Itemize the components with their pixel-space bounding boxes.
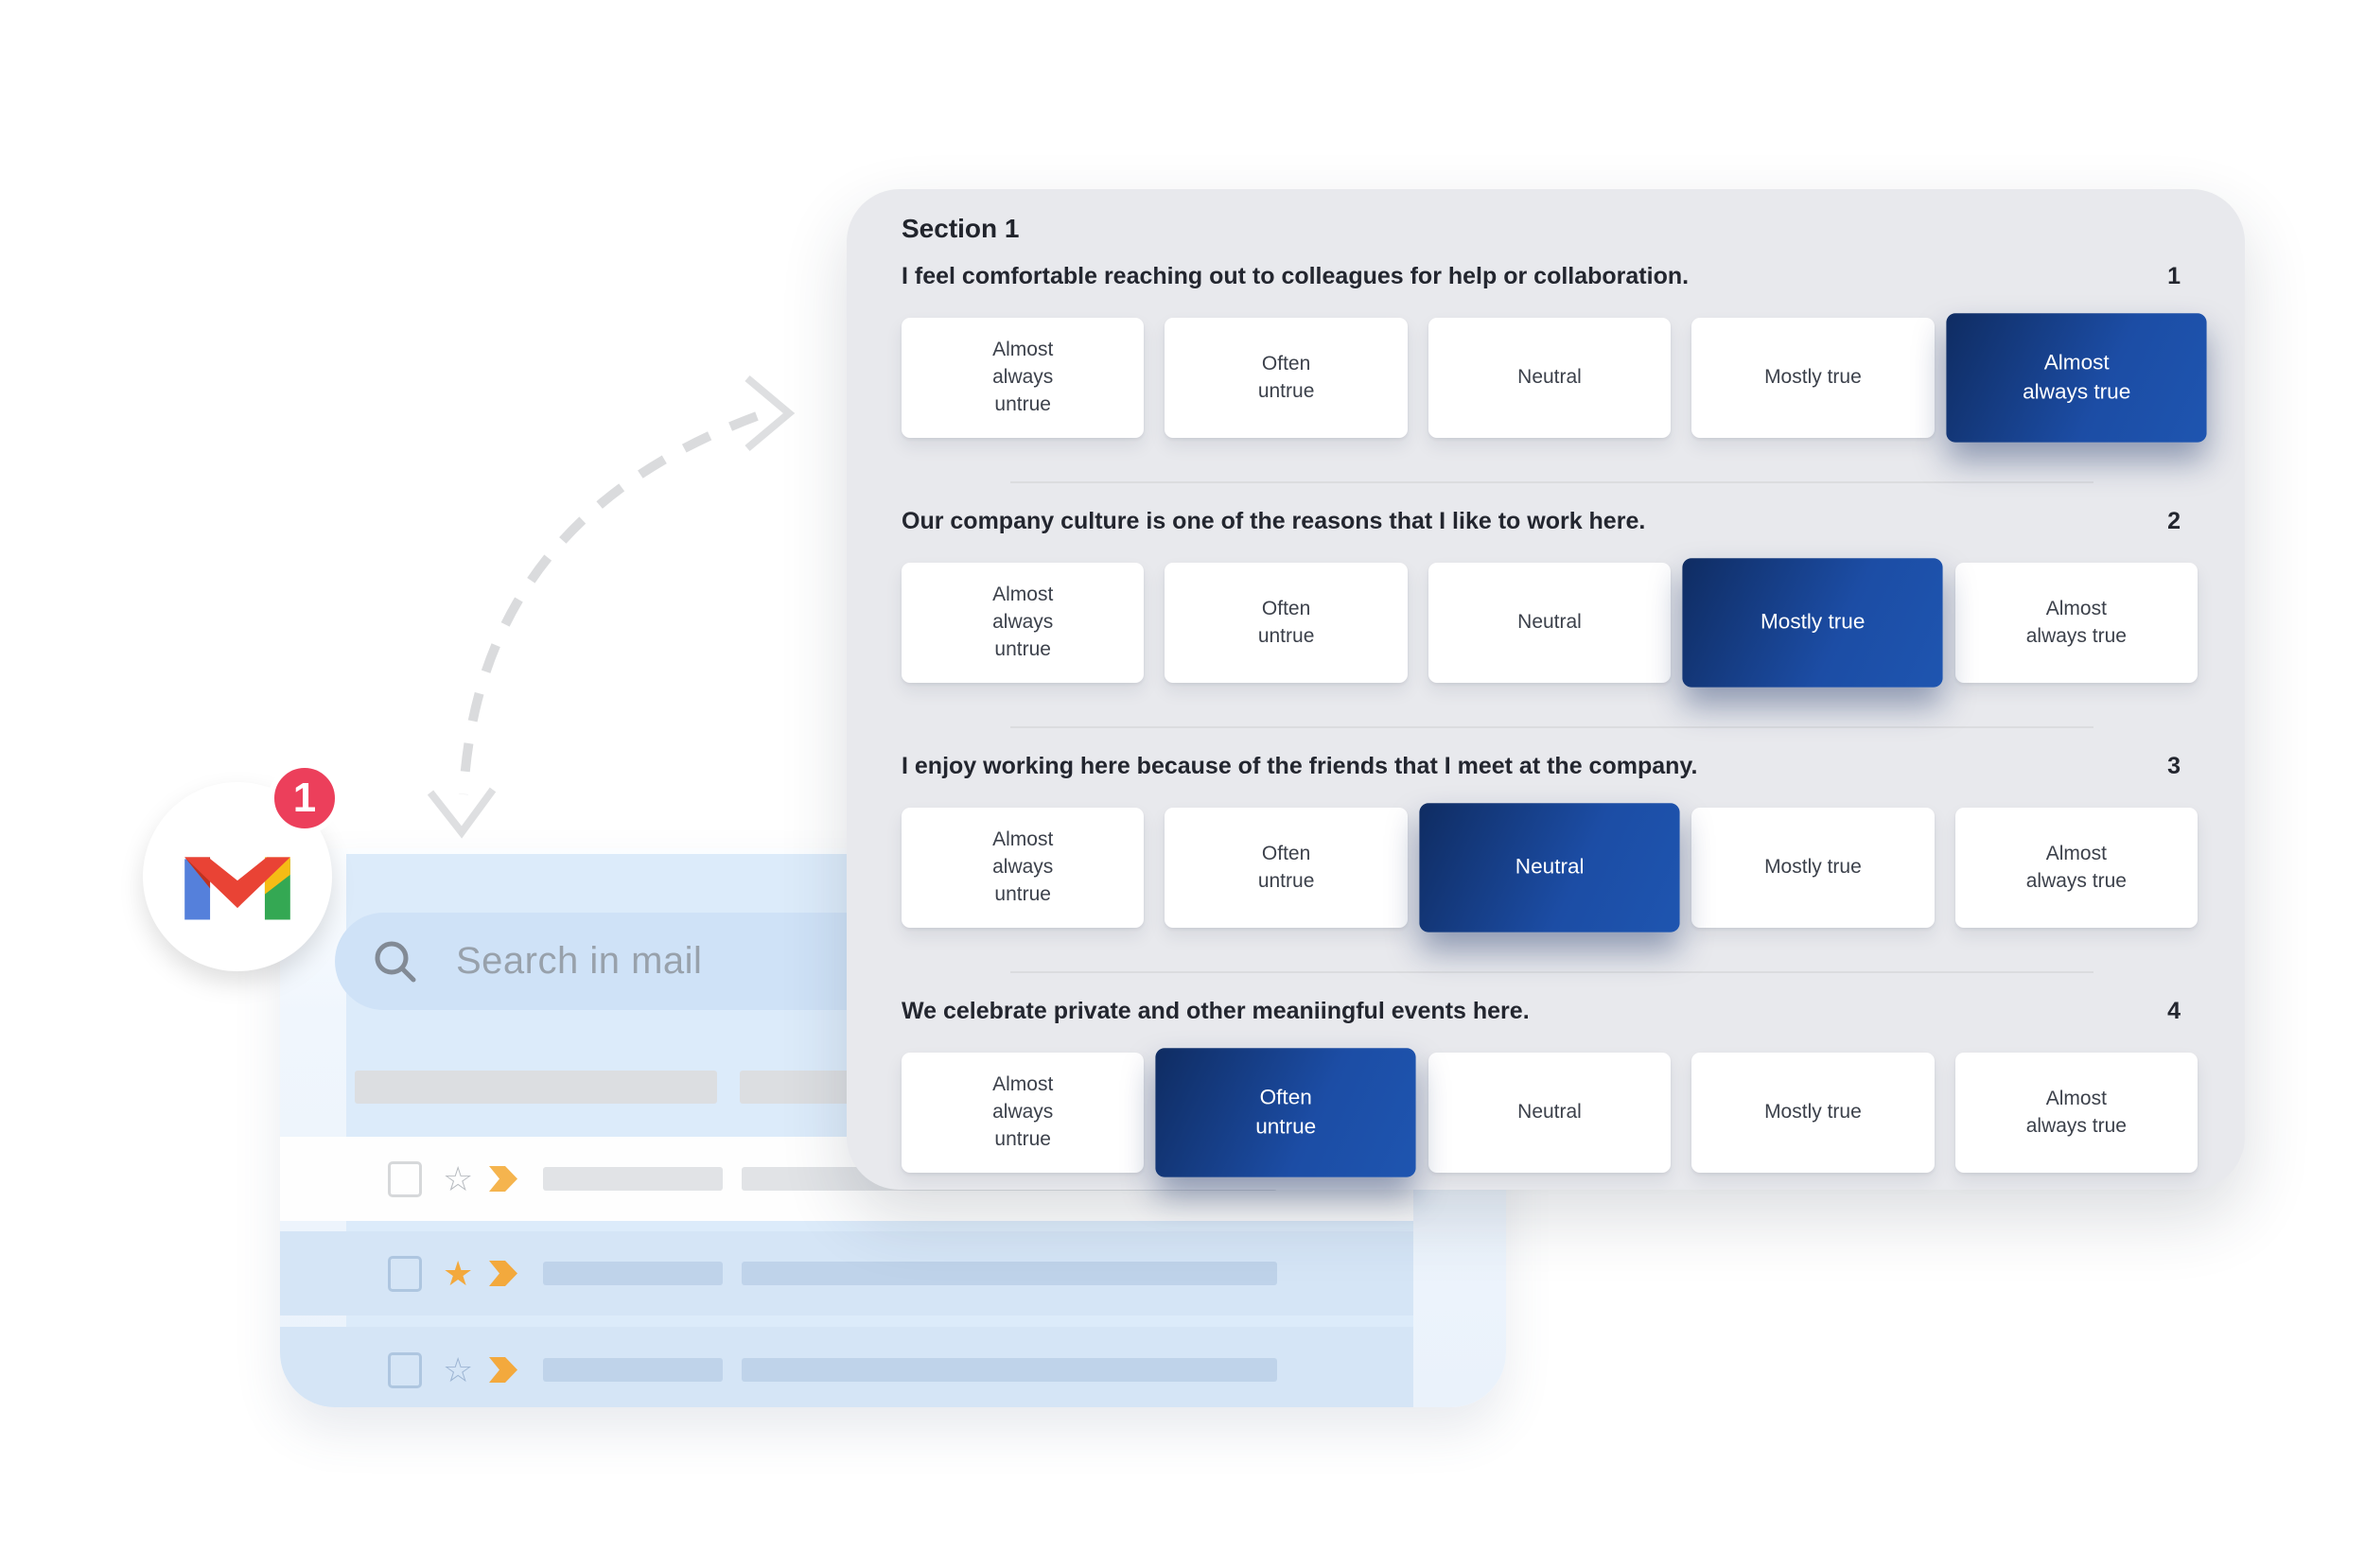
question-divider — [1010, 726, 2093, 728]
option-label: Mostly true — [1764, 856, 1862, 879]
email-row[interactable]: ☆ — [280, 1327, 1413, 1407]
option-card[interactable]: Almost always true — [1954, 808, 2199, 928]
question-number: 3 — [2167, 753, 2181, 779]
option-label: Almost always true — [2022, 350, 2130, 404]
option-label: Often untrue — [1257, 597, 1315, 647]
options-row: Almost always untrue Often untrue Neutra… — [902, 313, 2207, 443]
section-title: Section 1 — [902, 214, 1020, 243]
option-label: Almost always true — [2025, 1087, 2127, 1137]
question-text: I enjoy working here because of the frie… — [902, 753, 1698, 779]
arrowhead-down-icon — [427, 787, 497, 839]
email-row[interactable]: ★ — [280, 1231, 1413, 1315]
question-number: 1 — [2167, 263, 2181, 289]
question-divider — [1010, 481, 2093, 483]
tab-placeholder-bar — [355, 1071, 717, 1104]
option-card[interactable]: Almost always true — [1946, 313, 2207, 443]
question-divider — [1010, 971, 2093, 973]
star-outline-icon[interactable]: ☆ — [443, 1159, 474, 1198]
option-card[interactable]: Mostly true — [1691, 318, 1935, 438]
importance-marker-icon[interactable] — [488, 1261, 518, 1286]
notification-badge: 1 — [269, 762, 341, 834]
option-card[interactable]: Neutral — [1428, 318, 1672, 438]
option-label: Almost always true — [2025, 597, 2127, 647]
option-card[interactable]: Almost always untrue — [902, 1053, 1145, 1173]
star-filled-icon[interactable]: ★ — [443, 1253, 474, 1293]
option-card[interactable]: Neutral — [1428, 563, 1672, 683]
option-card[interactable]: Mostly true — [1682, 558, 1944, 688]
option-card[interactable]: Almost always true — [1954, 1053, 2199, 1173]
option-label: Neutral — [1517, 366, 1582, 389]
checkbox[interactable] — [388, 1351, 422, 1388]
options-row: Almost always untrue Often untrue Neutra… — [902, 803, 2199, 932]
question-number: 4 — [2167, 998, 2181, 1024]
options-row: Almost always untrue Often untrue Neutra… — [902, 558, 2199, 688]
badge-count: 1 — [292, 775, 317, 821]
option-label: Almost always untrue — [992, 339, 1054, 415]
option-label: Mostly true — [1761, 610, 1866, 634]
option-label: Almost always true — [2025, 842, 2127, 892]
star-outline-icon[interactable]: ☆ — [443, 1350, 474, 1389]
question-block: I enjoy working here because of the frie… — [902, 753, 2199, 973]
option-card[interactable]: Mostly true — [1691, 808, 1935, 928]
option-label: Neutral — [1517, 1101, 1582, 1124]
question-block: We celebrate private and other meaniingf… — [902, 998, 2199, 1177]
option-card[interactable]: Almost always true — [1954, 563, 2199, 683]
option-card[interactable]: Often untrue — [1155, 1048, 1417, 1177]
email-sender-placeholder — [543, 1167, 724, 1191]
question-text: Our company culture is one of the reason… — [902, 508, 1646, 534]
option-card[interactable]: Mostly true — [1691, 1053, 1935, 1173]
importance-marker-icon[interactable] — [488, 1166, 518, 1192]
checkbox[interactable] — [388, 1255, 422, 1292]
importance-marker-icon[interactable] — [488, 1357, 518, 1383]
email-sender-placeholder — [543, 1262, 724, 1285]
question-text: We celebrate private and other meaniingf… — [902, 998, 1530, 1024]
option-label: Often untrue — [1257, 842, 1315, 892]
option-card[interactable]: Often untrue — [1165, 808, 1408, 928]
search-placeholder: Search in mail — [456, 940, 703, 982]
question-number: 2 — [2167, 508, 2181, 534]
option-label: Mostly true — [1764, 366, 1862, 389]
arrowhead-right-icon — [745, 375, 796, 452]
option-label: Neutral — [1515, 855, 1585, 879]
option-label: Often untrue — [1255, 1085, 1317, 1139]
survey-panel: Section 1 I feel comfortable reaching ou… — [847, 189, 2245, 1190]
option-card[interactable]: Neutral — [1419, 803, 1680, 932]
option-card[interactable]: Often untrue — [1165, 563, 1408, 683]
question-block: Our company culture is one of the reason… — [902, 508, 2199, 728]
option-card[interactable]: Almost always untrue — [902, 563, 1145, 683]
option-label: Mostly true — [1764, 1101, 1862, 1124]
checkbox[interactable] — [388, 1160, 422, 1197]
email-subject-placeholder — [742, 1358, 1278, 1382]
options-row: Almost always untrue Often untrue Neutra… — [902, 1048, 2199, 1177]
option-label: Almost always untrue — [992, 1073, 1054, 1150]
option-card[interactable]: Often untrue — [1165, 318, 1408, 438]
option-label: Neutral — [1517, 611, 1582, 634]
search-icon — [375, 941, 416, 982]
dashed-arrow — [427, 375, 796, 839]
option-label: Almost always untrue — [992, 828, 1054, 905]
option-label: Almost always untrue — [992, 584, 1054, 660]
question-block: I feel comfortable reaching out to colle… — [902, 263, 2207, 483]
option-card[interactable]: Neutral — [1428, 1053, 1672, 1173]
email-sender-placeholder — [543, 1358, 724, 1382]
option-card[interactable]: Almost always untrue — [902, 318, 1145, 438]
search-input[interactable]: Search in mail — [335, 913, 902, 1010]
option-card[interactable]: Almost always untrue — [902, 808, 1145, 928]
question-text: I feel comfortable reaching out to colle… — [902, 263, 1690, 289]
option-label: Often untrue — [1257, 352, 1315, 402]
email-subject-placeholder — [742, 1262, 1278, 1285]
